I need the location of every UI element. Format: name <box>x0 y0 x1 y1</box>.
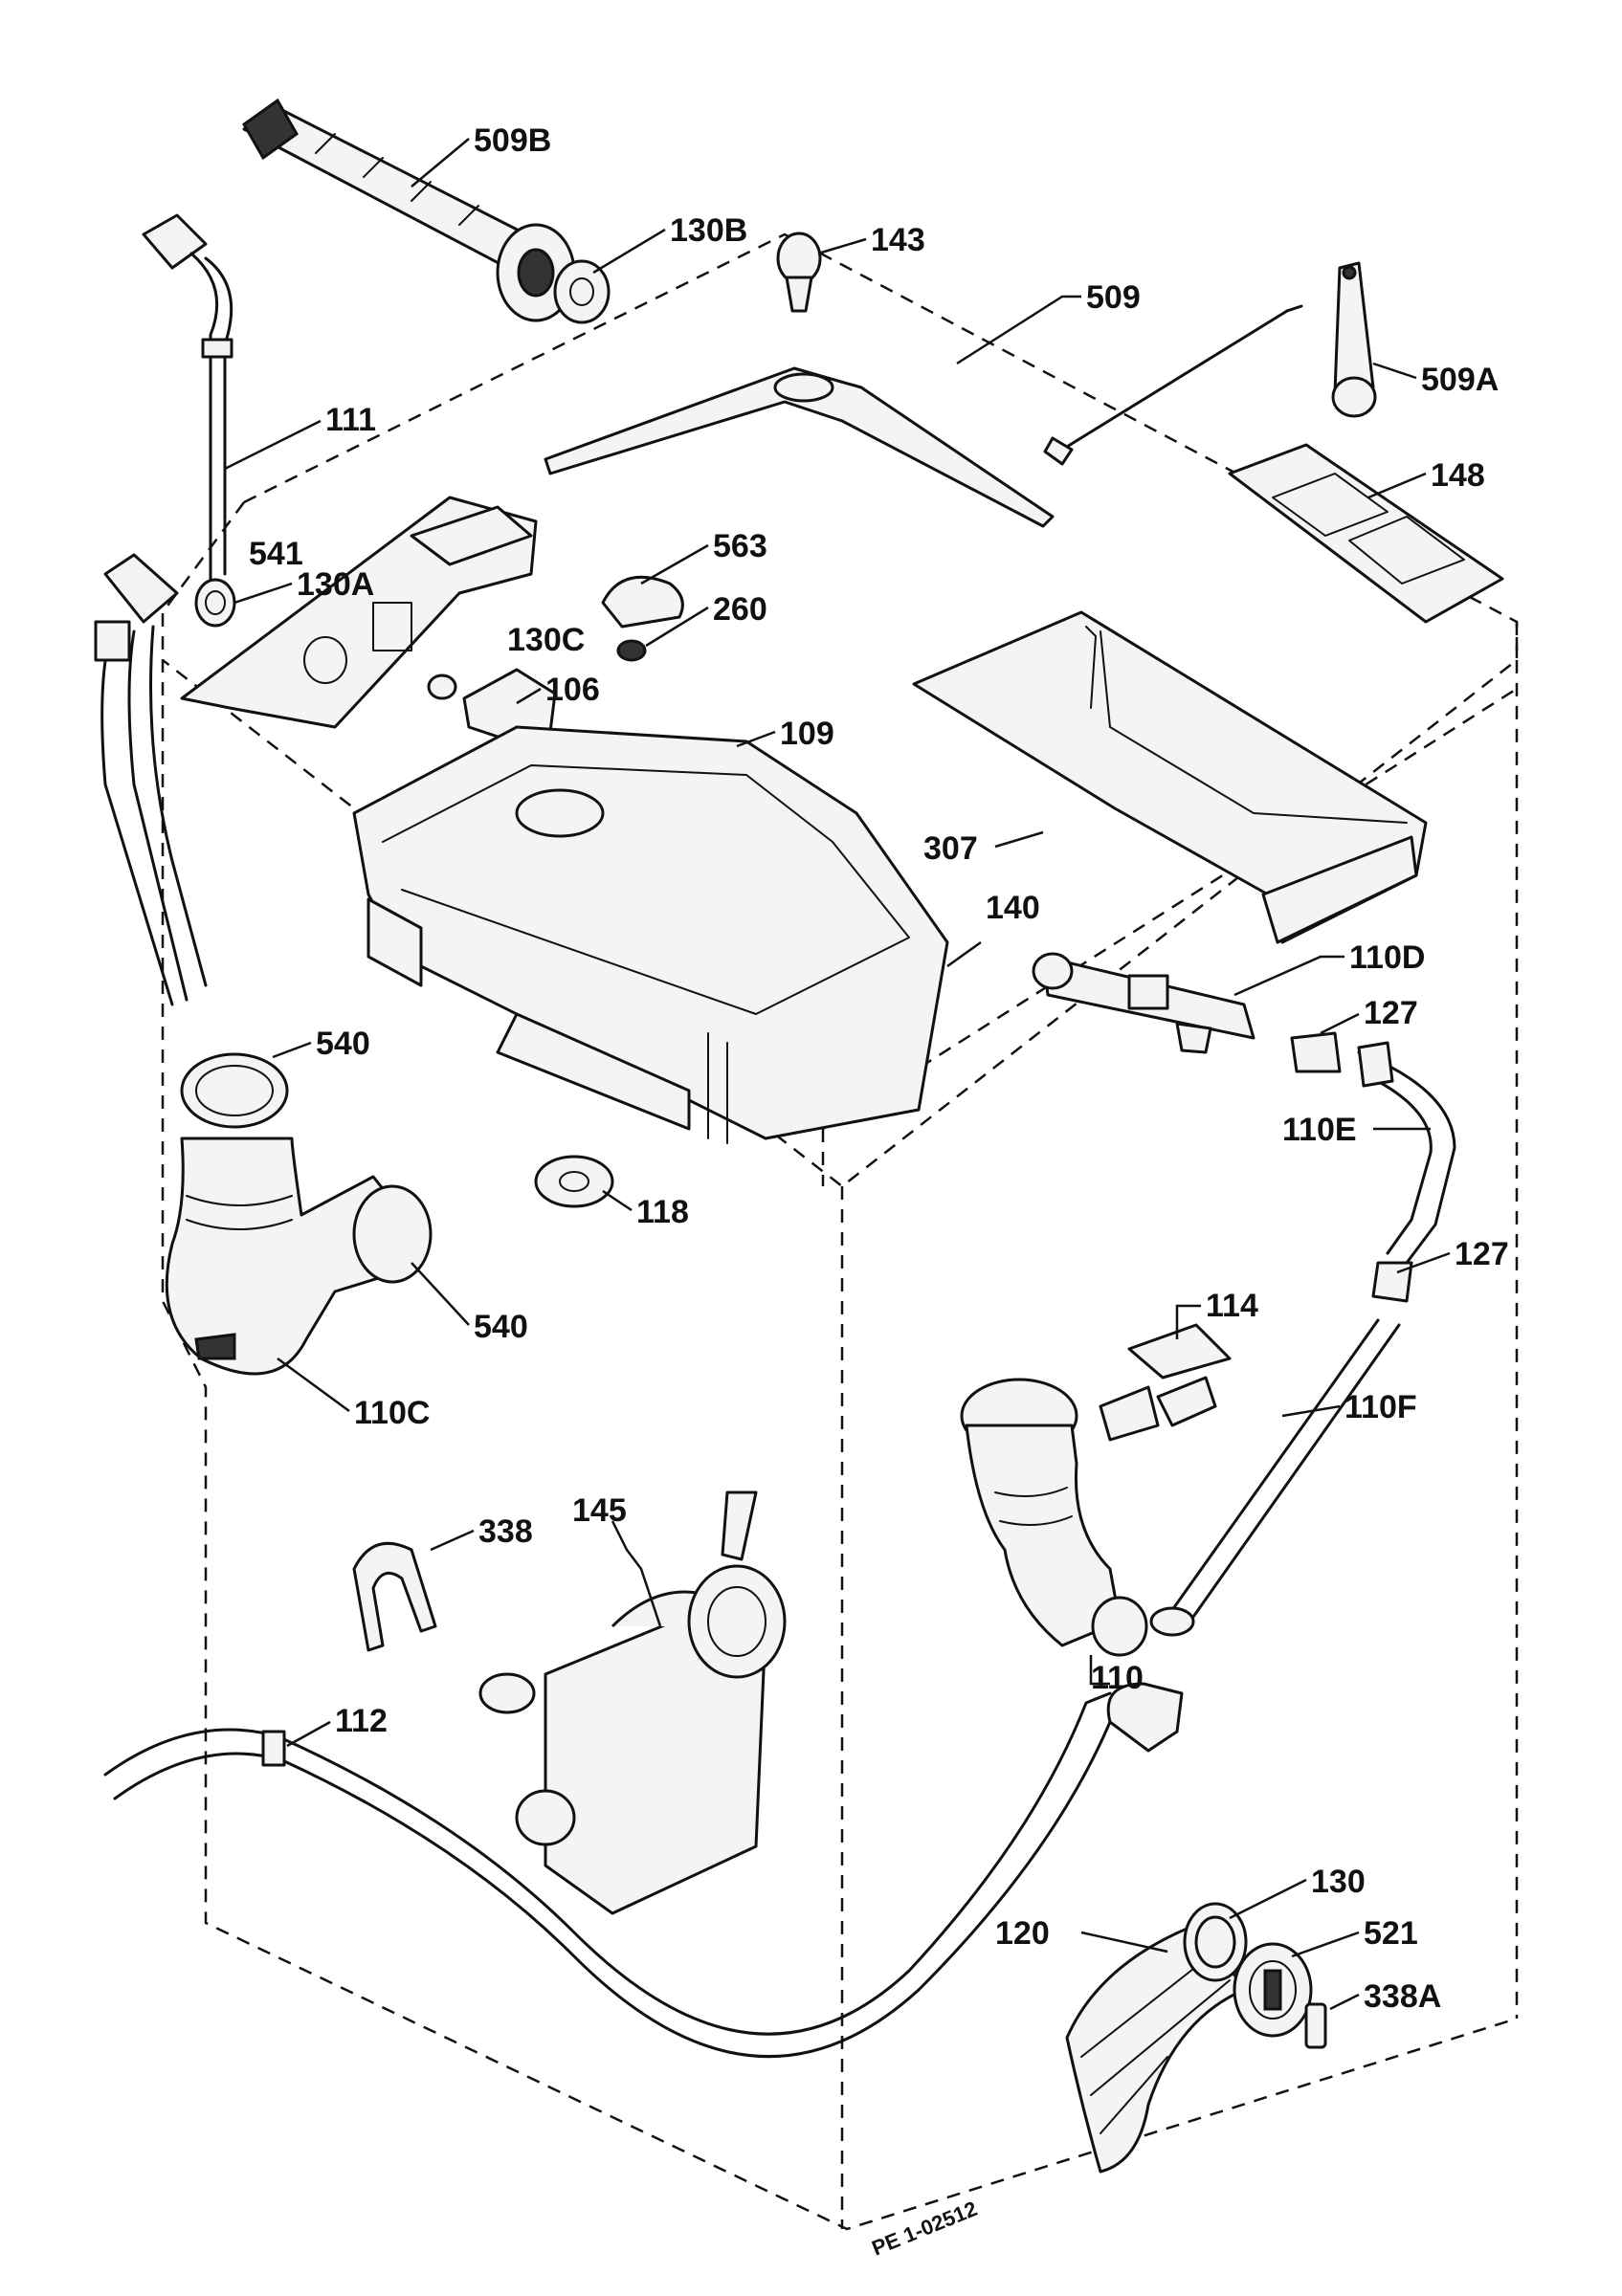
label-509b: 509B <box>474 122 551 159</box>
part-111-hose <box>142 213 233 614</box>
label-120: 120 <box>995 1915 1050 1952</box>
label-110c: 110C <box>354 1395 430 1431</box>
label-111: 111 <box>325 402 376 438</box>
part-127-coupling-a <box>1290 1031 1342 1073</box>
part-110d-connector <box>1032 952 1255 1054</box>
part-521-cap <box>1233 1942 1313 2038</box>
part-143-knob <box>776 232 822 313</box>
part-110c-sump <box>165 1137 433 1376</box>
label-130: 130 <box>1311 1864 1366 1900</box>
label-509a: 509A <box>1421 362 1499 398</box>
part-338a-pin <box>1304 2002 1327 2049</box>
part-130b-nut <box>553 259 611 324</box>
part-509a-lever <box>1331 261 1377 418</box>
label-148: 148 <box>1431 457 1485 494</box>
part-110f-hose <box>1149 1318 1401 1637</box>
label-145: 145 <box>572 1492 627 1529</box>
label-140: 140 <box>986 890 1040 926</box>
part-509-spray-arm <box>544 304 1303 528</box>
part-114-bracket <box>1127 1323 1232 1427</box>
part-120-filter <box>1065 1902 1248 2174</box>
part-338-clip <box>352 1541 437 1652</box>
part-109-housing <box>352 725 949 1144</box>
label-110e: 110E <box>1282 1112 1357 1148</box>
part-110-elbow <box>960 1378 1160 1657</box>
label-260: 260 <box>713 591 767 628</box>
cabinet-outline <box>161 232 1519 2231</box>
label-338: 338 <box>478 1513 533 1550</box>
label-540-lower: 540 <box>474 1309 528 1345</box>
label-109: 109 <box>780 716 834 752</box>
label-110d: 110D <box>1349 939 1425 976</box>
part-541-bracket <box>180 496 538 729</box>
part-112-drain-hose <box>103 1682 1184 2059</box>
drawing-code: PE 1-02512 <box>869 2197 981 2261</box>
part-130c-clip <box>427 673 457 700</box>
part-130-gasket <box>1194 1915 1236 1969</box>
label-110f: 110F <box>1344 1389 1417 1425</box>
part-307-drawer <box>912 610 1428 944</box>
part-106-bracket <box>462 668 557 739</box>
part-540-ring <box>180 1052 289 1129</box>
part-260-spring <box>616 639 647 662</box>
part-118-impeller <box>534 1155 614 1208</box>
label-541: 541 <box>249 536 303 572</box>
label-130a: 130A <box>297 566 374 603</box>
label-338a: 338A <box>1364 1978 1441 2015</box>
label-143: 143 <box>871 222 925 258</box>
part-110e-hose <box>1357 1041 1456 1265</box>
label-509: 509 <box>1086 279 1141 316</box>
label-130b: 130B <box>670 212 747 249</box>
part-labels: 509B 130B 143 509 509A 111 148 541 130A … <box>249 122 1509 2261</box>
leader-lines <box>224 138 1451 2011</box>
label-118: 118 <box>636 1194 689 1230</box>
label-112: 112 <box>335 1703 388 1739</box>
label-106: 106 <box>545 672 600 708</box>
label-127-lower: 127 <box>1455 1236 1509 1272</box>
label-127-upper: 127 <box>1364 995 1418 1031</box>
label-110: 110 <box>1091 1660 1144 1696</box>
label-130c: 130C <box>507 622 585 658</box>
label-521: 521 <box>1364 1915 1418 1952</box>
part-127-coupling-b <box>1371 1261 1413 1303</box>
label-307: 307 <box>923 830 978 867</box>
label-563: 563 <box>713 528 767 564</box>
part-563-disc <box>601 575 684 629</box>
part-supply-hose-left <box>94 553 236 1006</box>
label-114: 114 <box>1206 1288 1258 1324</box>
part-148-cover <box>1228 443 1504 624</box>
part-145-pump <box>478 1490 787 1915</box>
label-540-upper: 540 <box>316 1026 370 1062</box>
